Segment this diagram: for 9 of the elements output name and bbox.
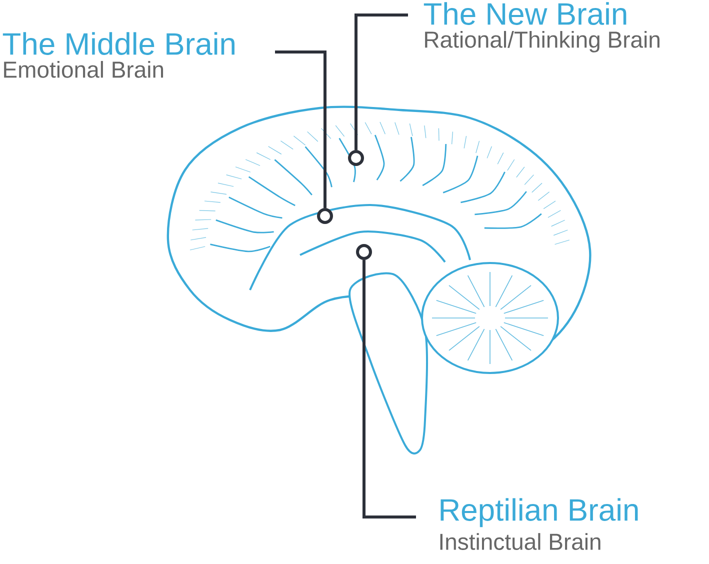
callout-label: Reptilian Brain Instinctual Brain <box>440 498 638 550</box>
marker-ring <box>356 244 372 260</box>
marker-ring <box>348 150 364 166</box>
callout-label: The Middle Brain Emotional Brain <box>2 32 234 78</box>
leader-line <box>354 14 408 150</box>
leader-line <box>275 50 326 208</box>
leader-line <box>362 260 416 518</box>
callout-label: The New Brain Rational/Thinking Brain <box>424 2 660 52</box>
marker-ring <box>317 208 333 224</box>
